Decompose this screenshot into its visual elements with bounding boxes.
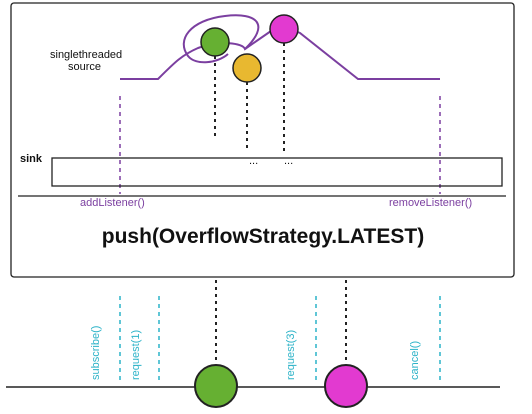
request-3-label: request(3) [285,330,297,380]
sink-ellipsis-right: ... [284,155,293,167]
request-1-label: request(1) [130,330,142,380]
green-output-marble [194,364,238,408]
source-loop [182,14,260,64]
remove-listener-label: removeListener() [389,197,472,209]
operator-title: push(OverflowStrategy.LATEST) [102,225,424,248]
operator-frame [10,2,515,278]
sink-label: sink [20,153,43,165]
yellow-marble [232,53,262,83]
magenta-marble [269,14,299,44]
sink-box [51,157,503,187]
source-label-line2: source [68,61,101,73]
add-listener-label: addListener() [80,197,145,209]
magenta-output-marble [324,364,368,408]
cancel-label: cancel() [409,341,421,380]
green-marble [200,27,230,57]
subscribe-label: subscribe() [90,326,102,380]
sink-ellipsis-left: ... [249,155,258,167]
source-label-line1: singlethreaded [50,49,122,61]
